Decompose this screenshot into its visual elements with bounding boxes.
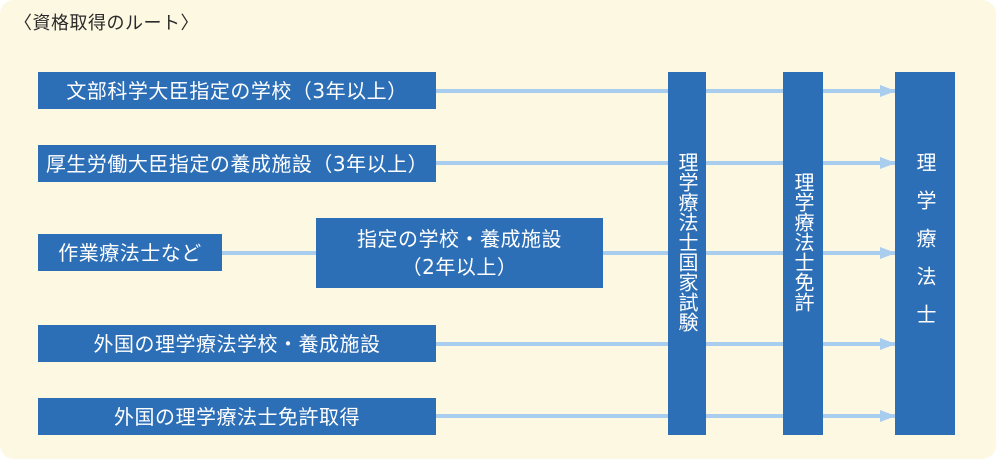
route-kousei-label: 厚生労働大臣指定の養成施設（3年以上）	[45, 151, 429, 176]
route-monbu-school: 文部科学大臣指定の学校（3年以上）	[38, 72, 436, 109]
stage-national-exam-label: 理学療法士国家試験	[675, 152, 699, 332]
route-kousei-facility: 厚生労働大臣指定の養成施設（3年以上）	[38, 145, 436, 182]
route-gaikoku-license: 外国の理学療法士免許取得	[38, 398, 436, 435]
diagram-caption: 〈資格取得のルート〉	[14, 13, 199, 34]
route-sagyo-label: 作業療法士など	[58, 240, 202, 265]
stage-result: 理学療法士	[895, 72, 955, 435]
route-shitei-school: 指定の学校・養成施設 （2年以上）	[316, 218, 603, 288]
stage-license-label: 理学療法士免許	[791, 172, 815, 312]
route-shitei-label-line2: （2年以上）	[401, 255, 518, 279]
stage-result-label: 理学療法士	[913, 152, 937, 342]
stage-license: 理学療法士免許	[783, 72, 823, 435]
stage-national-exam: 理学療法士国家試験	[668, 72, 706, 435]
route-gaikoku-license-label: 外国の理学療法士免許取得	[114, 404, 360, 429]
route-shitei-label-line1: 指定の学校・養成施設	[357, 227, 562, 251]
route-gaikoku-school-label: 外国の理学療法学校・養成施設	[93, 331, 381, 356]
route-monbu-label: 文部科学大臣指定の学校（3年以上）	[66, 78, 408, 103]
route-gaikoku-school: 外国の理学療法学校・養成施設	[38, 325, 436, 362]
route-sagyo: 作業療法士など	[38, 234, 222, 271]
